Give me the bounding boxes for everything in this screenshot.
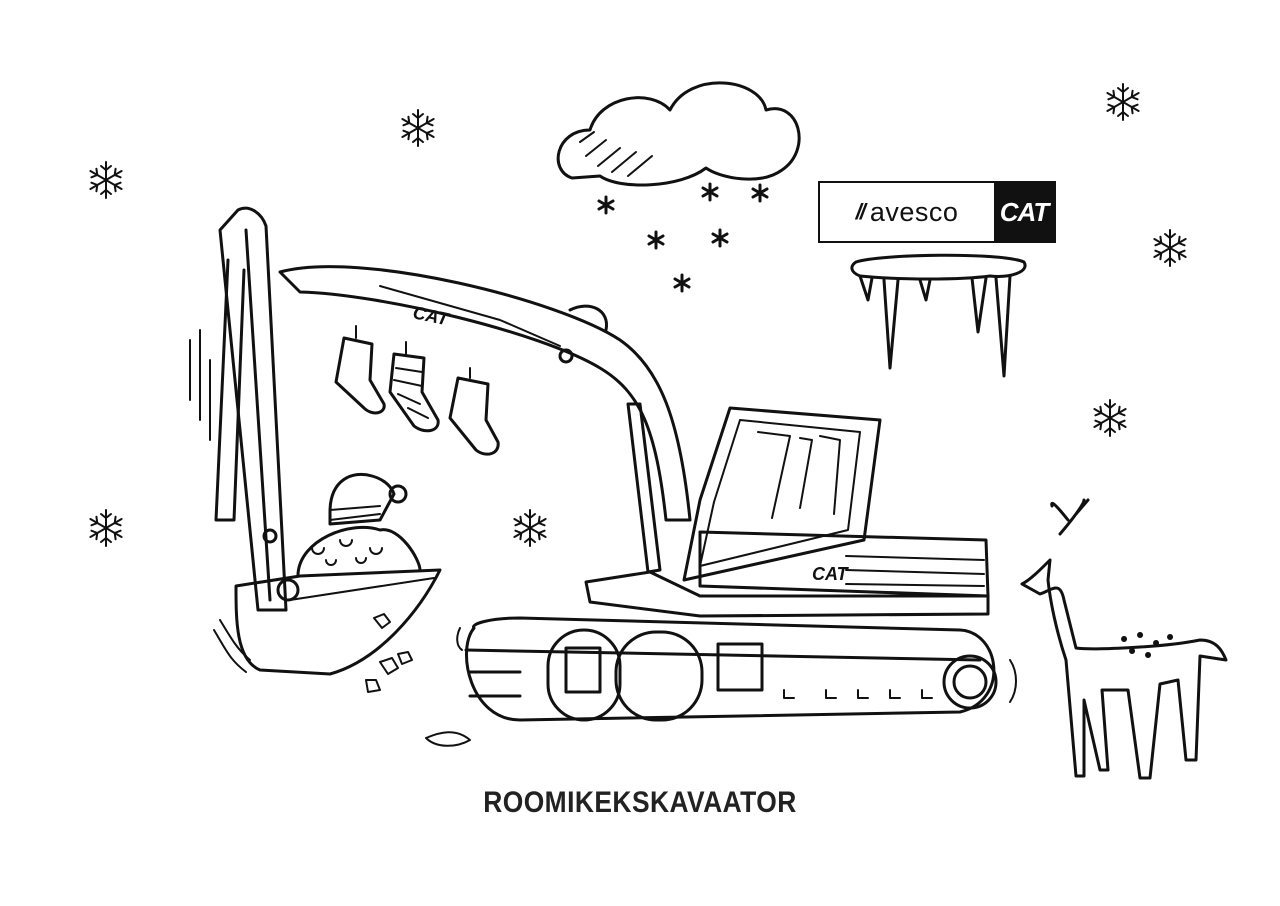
- cloud-icon: [556, 81, 801, 293]
- snowflake-icon: [1106, 83, 1140, 121]
- excavator-illustration: CAT CAT: [189, 206, 1017, 747]
- snowflake-icon: [401, 109, 435, 147]
- cab-cat-label: CAT: [812, 564, 850, 584]
- page-caption: ROOMIKEKSKAVAATOR: [483, 786, 797, 819]
- snowflake-icon: [597, 195, 615, 215]
- snowflake-icon: [89, 161, 123, 199]
- snowflake-icon: [513, 509, 547, 547]
- stocking-icon: [334, 325, 500, 456]
- snowflake-icon: [1153, 229, 1187, 267]
- avesco-mark-icon: //: [855, 199, 866, 224]
- snowflake-icon: [89, 509, 123, 547]
- snowflake-icon: [647, 230, 665, 250]
- snowflake-icon: [701, 182, 719, 202]
- avesco-wordmark: avesco: [869, 196, 959, 227]
- snowflake-icon: [673, 273, 691, 293]
- santa-hat-icon: [328, 472, 408, 526]
- avesco-brand: // avesco: [820, 183, 994, 241]
- avesco-cat-logo: // avesco CAT: [818, 181, 1056, 243]
- icicle-icon: [850, 253, 1027, 378]
- snowflake-icon: [751, 183, 769, 203]
- snowflake-icon: [1093, 399, 1127, 437]
- reindeer-icon: [1020, 498, 1228, 780]
- cat-logo: CAT: [994, 183, 1054, 241]
- snowflake-icon: [711, 228, 729, 248]
- boom-cat-label: CAT: [411, 302, 452, 329]
